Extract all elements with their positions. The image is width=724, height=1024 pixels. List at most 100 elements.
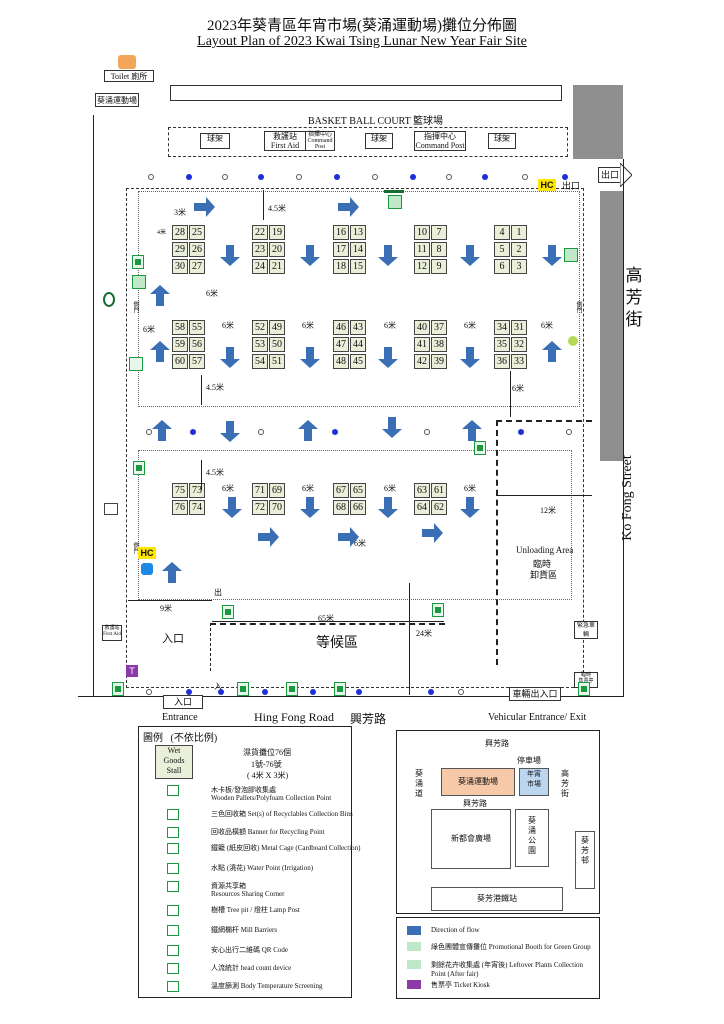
lamp-post-icon: [258, 174, 264, 180]
dimension-line: [212, 621, 444, 622]
stall[interactable]: 43: [350, 320, 366, 335]
promo-booth-icon: [129, 357, 143, 371]
stall[interactable]: 38: [431, 337, 447, 352]
stall[interactable]: 47: [333, 337, 349, 352]
stall[interactable]: 74: [189, 500, 205, 515]
stall[interactable]: 62: [431, 500, 447, 515]
stall[interactable]: 73: [189, 483, 205, 498]
stall[interactable]: 76: [172, 500, 188, 515]
stall[interactable]: 8: [431, 242, 447, 257]
stall[interactable]: 31: [511, 320, 527, 335]
stall[interactable]: 44: [350, 337, 366, 352]
stall[interactable]: 9: [431, 259, 447, 274]
lamp-post-icon: [428, 689, 434, 695]
stall[interactable]: 23: [252, 242, 268, 257]
stall[interactable]: 67: [333, 483, 349, 498]
stall[interactable]: 33: [511, 354, 527, 369]
stall[interactable]: 58: [172, 320, 188, 335]
tree-pit-icon: [148, 174, 154, 180]
stall[interactable]: 41: [414, 337, 430, 352]
stall[interactable]: 17: [333, 242, 349, 257]
distance-label: 6米: [222, 484, 234, 493]
tree-pit-icon: [424, 429, 430, 435]
stall[interactable]: 11: [414, 242, 430, 257]
stall[interactable]: 12: [414, 259, 430, 274]
stall[interactable]: 69: [269, 483, 285, 498]
stall[interactable]: 2: [511, 242, 527, 257]
stall[interactable]: 26: [189, 242, 205, 257]
stall[interactable]: 20: [269, 242, 285, 257]
inset-mtr: 葵芳港鐵站: [431, 887, 563, 911]
entrance-en-label: Entrance: [162, 712, 198, 723]
stall[interactable]: 22: [252, 225, 268, 240]
stall[interactable]: 68: [333, 500, 349, 515]
stall[interactable]: 29: [172, 242, 188, 257]
legend-right-text: 售票亭 Ticket Kiosk: [431, 981, 490, 989]
stall[interactable]: 59: [172, 337, 188, 352]
stall[interactable]: 46: [333, 320, 349, 335]
stall[interactable]: 63: [414, 483, 430, 498]
stall[interactable]: 64: [414, 500, 430, 515]
stall[interactable]: 57: [189, 354, 205, 369]
stall[interactable]: 3: [511, 259, 527, 274]
stall[interactable]: 16: [333, 225, 349, 240]
stall[interactable]: 36: [494, 354, 510, 369]
stall[interactable]: 70: [269, 500, 285, 515]
stall[interactable]: 27: [189, 259, 205, 274]
stall[interactable]: 34: [494, 320, 510, 335]
stall[interactable]: 65: [350, 483, 366, 498]
stall[interactable]: 30: [172, 259, 188, 274]
stall[interactable]: 51: [269, 354, 285, 369]
stall[interactable]: 60: [172, 354, 188, 369]
stall[interactable]: 21: [269, 259, 285, 274]
stall[interactable]: 40: [414, 320, 430, 335]
stall[interactable]: 10: [414, 225, 430, 240]
stall[interactable]: 61: [431, 483, 447, 498]
flow-arrow-icon: [220, 245, 240, 266]
stall[interactable]: 72: [252, 500, 268, 515]
vehicle-entrance-box[interactable]: 車輛出入口: [509, 687, 561, 701]
stall[interactable]: 45: [350, 354, 366, 369]
stall[interactable]: 32: [511, 337, 527, 352]
stall[interactable]: 4: [494, 225, 510, 240]
stall[interactable]: 49: [269, 320, 285, 335]
stall[interactable]: 66: [350, 500, 366, 515]
distance-label: 6米: [384, 484, 396, 493]
stall[interactable]: 25: [189, 225, 205, 240]
exit-right-label[interactable]: 出口: [598, 167, 622, 183]
stall[interactable]: 18: [333, 259, 349, 274]
stall[interactable]: 53: [252, 337, 268, 352]
legend-right-icon: [407, 942, 421, 951]
stall[interactable]: 54: [252, 354, 268, 369]
distance-label: 24米: [416, 629, 432, 638]
stall[interactable]: 55: [189, 320, 205, 335]
stall[interactable]: 13: [350, 225, 366, 240]
entrance-box[interactable]: 入口: [163, 695, 203, 709]
stall[interactable]: 24: [252, 259, 268, 274]
stall[interactable]: 48: [333, 354, 349, 369]
stall[interactable]: 15: [350, 259, 366, 274]
qr-code-icon: [474, 441, 486, 455]
stall[interactable]: 6: [494, 259, 510, 274]
stall[interactable]: 1: [511, 225, 527, 240]
distance-label: 6米: [512, 384, 524, 393]
legend-wet-desc-3: ( 4米 X 3米): [247, 771, 289, 780]
tree-pit-icon: [566, 429, 572, 435]
stall[interactable]: 71: [252, 483, 268, 498]
stall[interactable]: 52: [252, 320, 268, 335]
court-boundary: [168, 127, 568, 157]
stall[interactable]: 50: [269, 337, 285, 352]
stall[interactable]: 19: [269, 225, 285, 240]
stall[interactable]: 35: [494, 337, 510, 352]
legend-row-icon: [167, 945, 179, 956]
ko-fong-street-cn-2: 芳: [625, 288, 643, 307]
stall[interactable]: 14: [350, 242, 366, 257]
stall[interactable]: 7: [431, 225, 447, 240]
stall[interactable]: 75: [172, 483, 188, 498]
stall[interactable]: 5: [494, 242, 510, 257]
stall[interactable]: 39: [431, 354, 447, 369]
stall[interactable]: 28: [172, 225, 188, 240]
stall[interactable]: 37: [431, 320, 447, 335]
stall[interactable]: 42: [414, 354, 430, 369]
stall[interactable]: 56: [189, 337, 205, 352]
